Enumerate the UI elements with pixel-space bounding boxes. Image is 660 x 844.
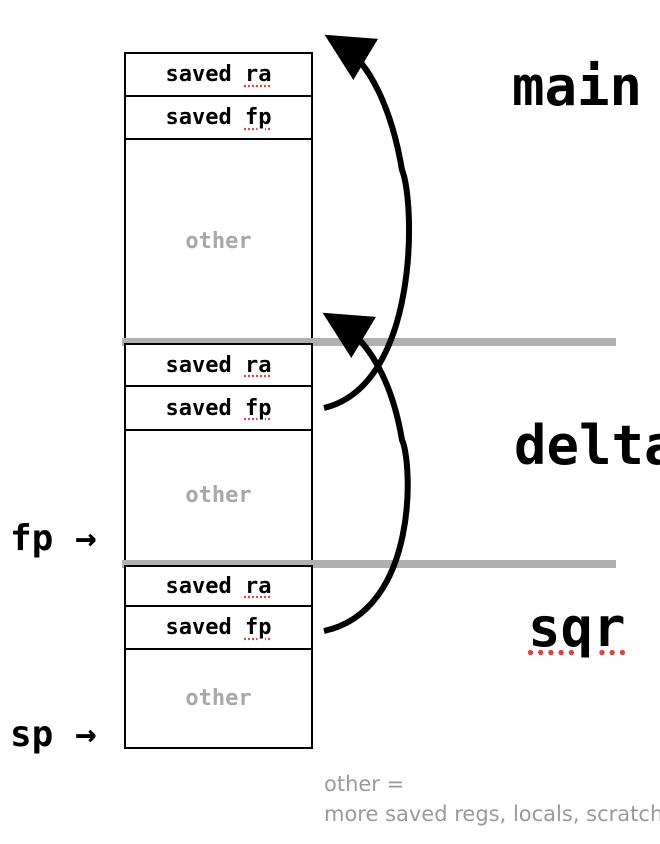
delta-saved-fp-slot: saved fp [124, 385, 313, 431]
saved-fp-text: saved fp [165, 395, 272, 421]
saved-fp-text: saved fp [165, 105, 272, 130]
sqr-to-delta-fp-arrow [322, 312, 411, 634]
sqr-other-slot: other [124, 648, 313, 749]
saved-ra-text: saved ra [165, 62, 272, 87]
other-note-line2: more saved regs, locals, scratch [324, 802, 660, 826]
other-label: other [185, 686, 252, 711]
saved-fp-text: saved fp [165, 615, 272, 640]
ra-register: ra [244, 62, 272, 87]
delta-other-slot: other [124, 429, 313, 562]
main-saved-fp-slot: saved fp [124, 95, 313, 140]
fp-register: fp [244, 615, 272, 640]
ra-register: ra [244, 573, 272, 599]
frame-label-delta: delta [514, 414, 660, 477]
other-label: other [185, 228, 252, 254]
frame-label-main: main [512, 55, 643, 118]
fp-pointer-label: fp → [10, 518, 97, 559]
delta-to-main-fp-arrow [323, 34, 412, 411]
saved-ra-text: saved ra [165, 352, 272, 378]
sqr-label-text: sqr [528, 596, 626, 659]
ra-register: ra [244, 352, 272, 378]
fp-register: fp [244, 105, 272, 130]
main-saved-ra-slot: saved ra [124, 52, 313, 97]
sp-pointer-label: sp → [10, 714, 97, 755]
fp-register: fp [244, 395, 272, 421]
frame-divider-delta-sqr [122, 560, 616, 568]
other-label: other [185, 483, 252, 508]
sqr-saved-fp-slot: saved fp [124, 605, 313, 650]
other-note-line1: other = [324, 772, 405, 796]
frame-label-sqr: sqr [528, 596, 626, 659]
saved-ra-text: saved ra [165, 573, 272, 599]
delta-saved-ra-slot: saved ra [124, 343, 313, 387]
